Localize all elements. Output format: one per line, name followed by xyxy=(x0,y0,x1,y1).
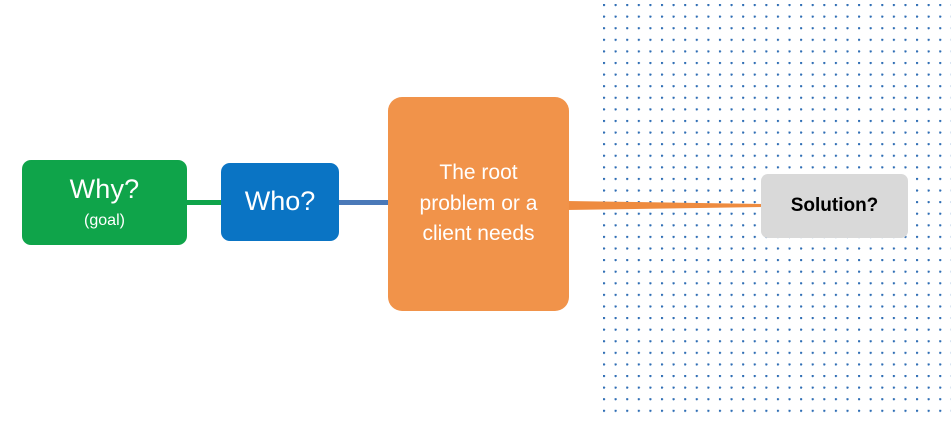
connector-root-to-solution-line xyxy=(566,201,764,210)
node-why-sublabel: (goal) xyxy=(84,212,125,230)
node-why-label: Why? xyxy=(69,173,140,204)
node-solution-label: Solution? xyxy=(790,194,879,216)
connector-why-to-who xyxy=(186,200,222,205)
node-root-problem[interactable]: The root problem or a client needs xyxy=(388,97,569,311)
connector-who-to-root xyxy=(338,200,389,205)
node-solution[interactable]: Solution? xyxy=(761,174,908,238)
node-root-problem-label: The root problem or a client needs xyxy=(419,161,538,246)
node-who[interactable]: Who? xyxy=(221,163,339,241)
node-why[interactable]: Why? (goal) xyxy=(22,160,187,245)
node-who-label: Who? xyxy=(244,186,316,217)
connector-root-to-solution xyxy=(566,192,764,214)
